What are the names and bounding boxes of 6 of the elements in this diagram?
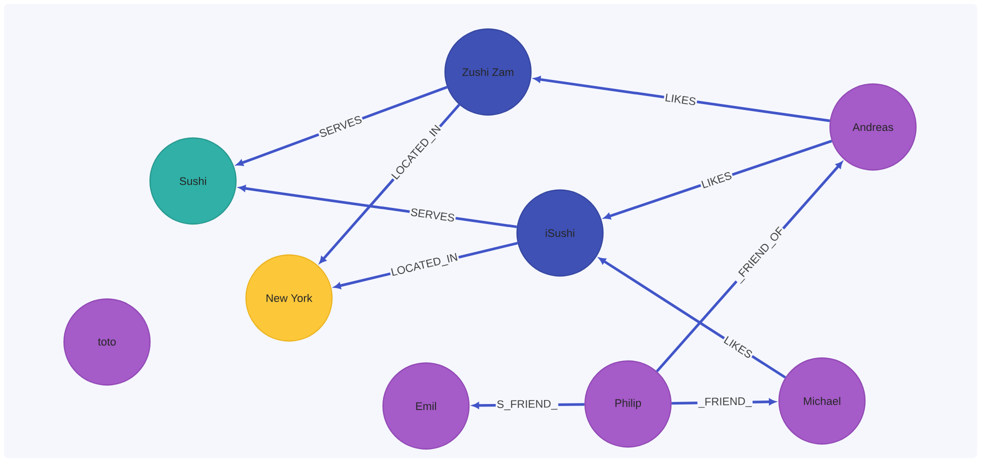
edge-label: LIKES	[701, 172, 732, 188]
edge-label: _FRIEND_	[698, 397, 752, 408]
edge-label: SERVES	[410, 208, 454, 222]
arrow	[534, 76, 830, 122]
edge-label: S_FRIEND_	[497, 400, 558, 410]
edge-label: LIKES	[665, 94, 696, 106]
